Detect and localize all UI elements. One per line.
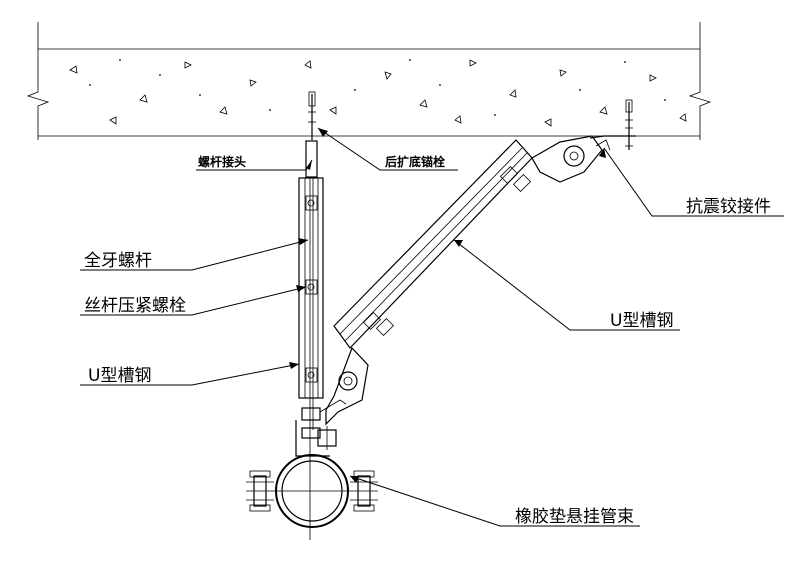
threaded-rod-connector <box>305 140 318 178</box>
left-anchor-bolt <box>308 91 316 140</box>
full-thread-rod <box>309 177 314 540</box>
leader-lines <box>80 127 784 527</box>
hanger-nuts <box>295 407 337 457</box>
lower-hinge <box>319 346 369 426</box>
right-anchor-bolt <box>625 99 633 150</box>
label-rubber-pipe-clamp: 橡胶垫悬挂管束 <box>515 507 634 527</box>
rubber-pipe-clamp <box>246 454 378 528</box>
label-threaded-rod-connector: 螺杆接头 <box>198 154 246 169</box>
seismic-hinge-connector <box>531 135 636 183</box>
label-rear-expansion-anchor: 后扩底锚栓 <box>385 154 445 169</box>
label-rod-clamp-bolt: 丝杆压紧螺栓 <box>84 296 186 316</box>
label-u-channel-brace: U型槽钢 <box>610 311 673 331</box>
label-seismic-hinge-connector: 抗震铰接件 <box>686 197 771 217</box>
label-full-thread-rod: 全牙螺杆 <box>84 251 152 271</box>
concrete-slab <box>26 22 712 140</box>
label-u-channel-left: U型槽钢 <box>88 366 151 386</box>
diagonal-u-channel <box>333 139 533 349</box>
leader-arrowheads <box>289 128 606 483</box>
